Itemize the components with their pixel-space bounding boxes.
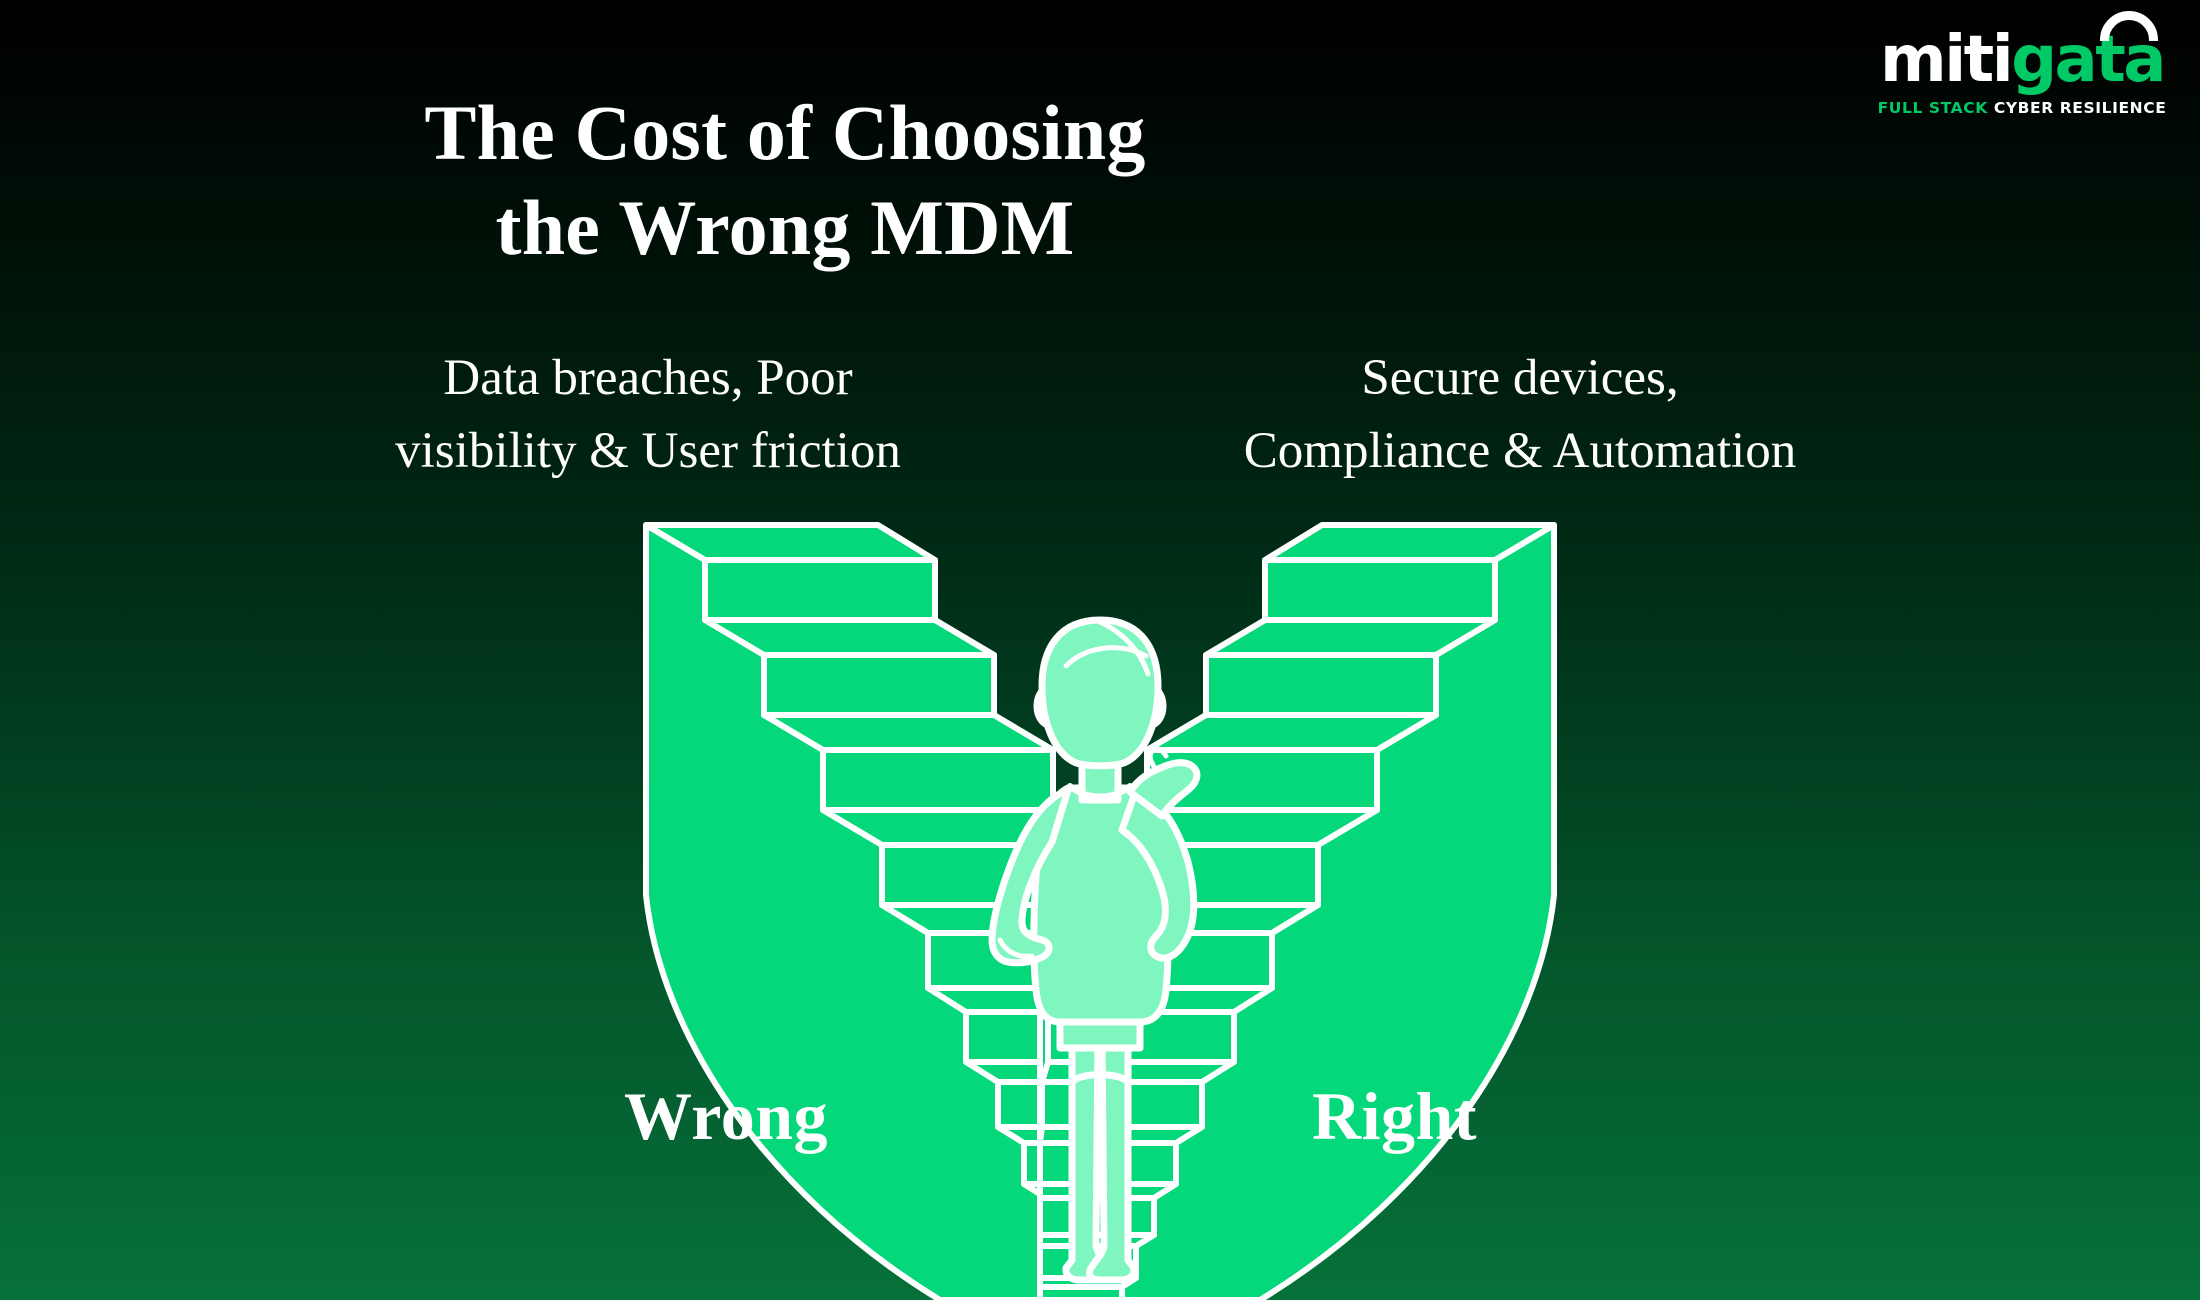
caption-right-line-1: Secure devices, [1361,350,1679,406]
logo-word-gata: gata [2011,23,2166,97]
logo-wordmark: mitigata [1880,11,2166,92]
staircase-illustration [600,470,1600,1300]
tagline-cyber-resilience: CYBER RESILIENCE [1993,99,2167,117]
page-title-line-2: the Wrong MDM [495,184,1075,272]
logo-word-miti: miti [1880,23,2014,97]
person-figure [988,616,1201,1284]
tagline-full-stack: FULL STACK [1877,99,1994,117]
caption-right-line-2: Compliance & Automation [1243,423,1797,480]
verdict-label-right: Right [1312,1078,1477,1154]
caption-left-line-2: visibility & User friction [395,423,901,480]
caption-right-outcomes: Secure devices, Compliance & Automation [1160,342,1880,489]
logo-tagline: FULL STACK CYBER RESILIENCE [1872,99,2172,117]
brand-logo[interactable]: mitigata FULL STACK CYBER RESILIENCE [1872,11,2172,117]
verdict-label-wrong: Wrong [624,1078,829,1154]
caption-wrong-outcomes: Data breaches, Poor visibility & User fr… [308,342,988,489]
caption-left-line-1: Data breaches, Poor [443,350,853,406]
page-title: The Cost of Choosing the Wrong MDM [0,85,1570,275]
page-title-line-1: The Cost of Choosing [424,89,1146,176]
